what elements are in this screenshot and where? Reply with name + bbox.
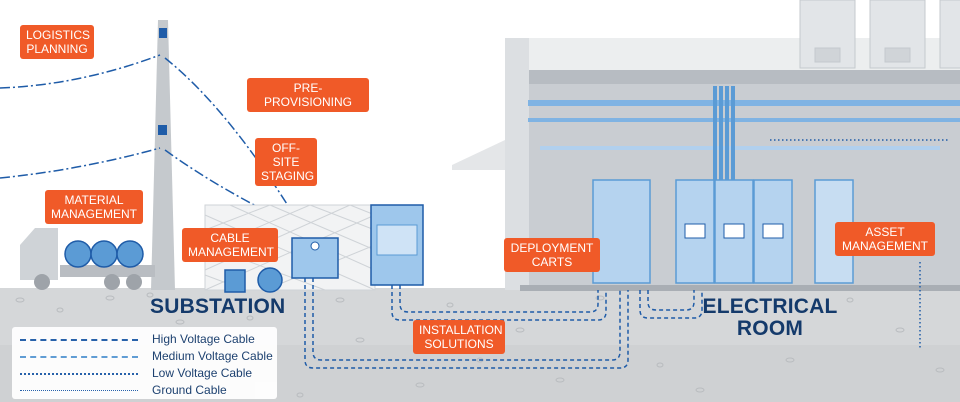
callout-pre-provisioning: PRE-PROVISIONING	[247, 78, 369, 112]
legend-item-ground: Ground Cable	[20, 382, 275, 398]
callout-deployment-carts: DEPLOYMENT CARTS	[504, 238, 600, 272]
legend-line-medium-voltage	[20, 356, 138, 358]
legend-item-low-voltage: Low Voltage Cable	[20, 365, 275, 381]
heading-substation: SUBSTATION	[150, 296, 280, 318]
legend-label: Low Voltage Cable	[152, 365, 252, 381]
legend-label: Ground Cable	[152, 382, 227, 398]
callout-logistics-planning: LOGISTICS PLANNING	[20, 25, 94, 59]
legend-item-high-voltage: High Voltage Cable	[20, 331, 275, 347]
legend-item-medium-voltage: Medium Voltage Cable	[20, 348, 275, 364]
transformer	[371, 205, 423, 285]
callout-cable-management: CABLE MANAGEMENT	[182, 228, 278, 262]
callout-material-management: MATERIAL MANAGEMENT	[45, 190, 143, 224]
cable-legend: High Voltage Cable Medium Voltage Cable …	[12, 327, 277, 399]
legend-label: High Voltage Cable	[152, 331, 255, 347]
callout-asset-management: ASSET MANAGEMENT	[835, 222, 935, 256]
callout-off-site-staging: OFF-SITE STAGING	[255, 138, 317, 186]
legend-label: Medium Voltage Cable	[152, 348, 273, 364]
callout-installation-solutions: INSTALLATION SOLUTIONS	[413, 320, 505, 354]
truck	[20, 228, 155, 290]
heading-electrical-room: ELECTRICAL ROOM	[695, 296, 845, 340]
substation-switch	[292, 238, 338, 278]
legend-line-ground	[20, 390, 138, 391]
legend-line-low-voltage	[20, 373, 138, 375]
legend-line-high-voltage	[20, 339, 138, 341]
